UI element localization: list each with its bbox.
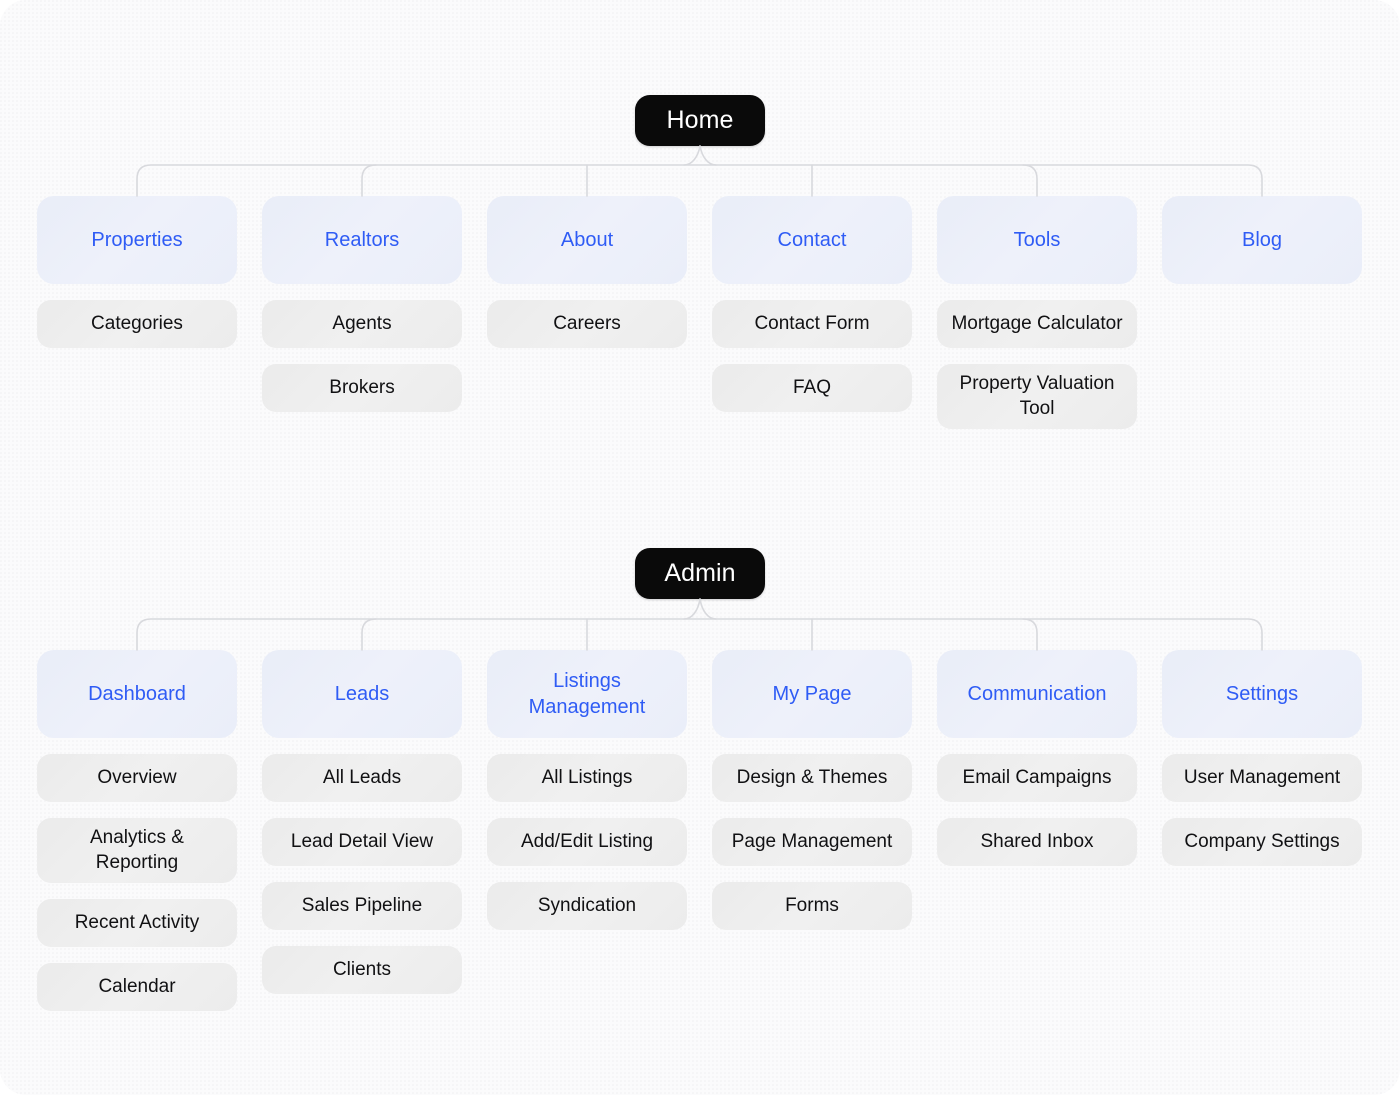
branch-node[interactable]: About — [487, 196, 687, 284]
leaf-node[interactable]: Sales Pipeline — [262, 882, 462, 930]
leaf-node[interactable]: Email Campaigns — [937, 754, 1137, 802]
leaf-node[interactable]: Company Settings — [1162, 818, 1362, 866]
branch-node[interactable]: Leads — [262, 650, 462, 738]
leaf-node[interactable]: Brokers — [262, 364, 462, 412]
leaf-node[interactable]: User Management — [1162, 754, 1362, 802]
leaf-node[interactable]: Add/Edit Listing — [487, 818, 687, 866]
leaf-node[interactable]: Contact Form — [712, 300, 912, 348]
leaf-node[interactable]: Syndication — [487, 882, 687, 930]
leaf-node[interactable]: Analytics & Reporting — [37, 818, 237, 884]
branch-node[interactable]: Communication — [937, 650, 1137, 738]
branch-node[interactable]: Properties — [37, 196, 237, 284]
leaf-node[interactable]: Property Valuation Tool — [937, 364, 1137, 430]
root-node-admin[interactable]: Admin — [635, 548, 765, 599]
leaf-node[interactable]: Lead Detail View — [262, 818, 462, 866]
branch-node[interactable]: Blog — [1162, 196, 1362, 284]
branch-node[interactable]: Settings — [1162, 650, 1362, 738]
branch-node[interactable]: Realtors — [262, 196, 462, 284]
column-site-5: Blog — [1162, 196, 1362, 429]
root-node-wrapper-site: Home — [0, 95, 1400, 146]
leaf-node[interactable]: Categories — [37, 300, 237, 348]
branch-node[interactable]: Dashboard — [37, 650, 237, 738]
leaf-node[interactable]: Overview — [37, 754, 237, 802]
leaf-node[interactable]: All Leads — [262, 754, 462, 802]
leaf-node[interactable]: FAQ — [712, 364, 912, 412]
leaf-node[interactable]: Forms — [712, 882, 912, 930]
branch-node[interactable]: Contact — [712, 196, 912, 284]
root-node-wrapper-admin: Admin — [0, 548, 1400, 599]
leaf-node[interactable]: Agents — [262, 300, 462, 348]
leaf-node[interactable]: All Listings — [487, 754, 687, 802]
branch-node[interactable]: Tools — [937, 196, 1137, 284]
leaf-node[interactable]: Page Management — [712, 818, 912, 866]
leaf-node[interactable]: Clients — [262, 946, 462, 994]
branch-node[interactable]: My Page — [712, 650, 912, 738]
root-node-site[interactable]: Home — [635, 95, 765, 146]
leaf-node[interactable]: Design & Themes — [712, 754, 912, 802]
leaf-node[interactable]: Careers — [487, 300, 687, 348]
branch-node[interactable]: Listings Management — [487, 650, 687, 738]
leaf-node[interactable]: Shared Inbox — [937, 818, 1137, 866]
leaf-node[interactable]: Calendar — [37, 963, 237, 1012]
leaf-node[interactable]: Mortgage Calculator — [937, 300, 1137, 348]
leaf-node[interactable]: Recent Activity — [37, 899, 237, 948]
